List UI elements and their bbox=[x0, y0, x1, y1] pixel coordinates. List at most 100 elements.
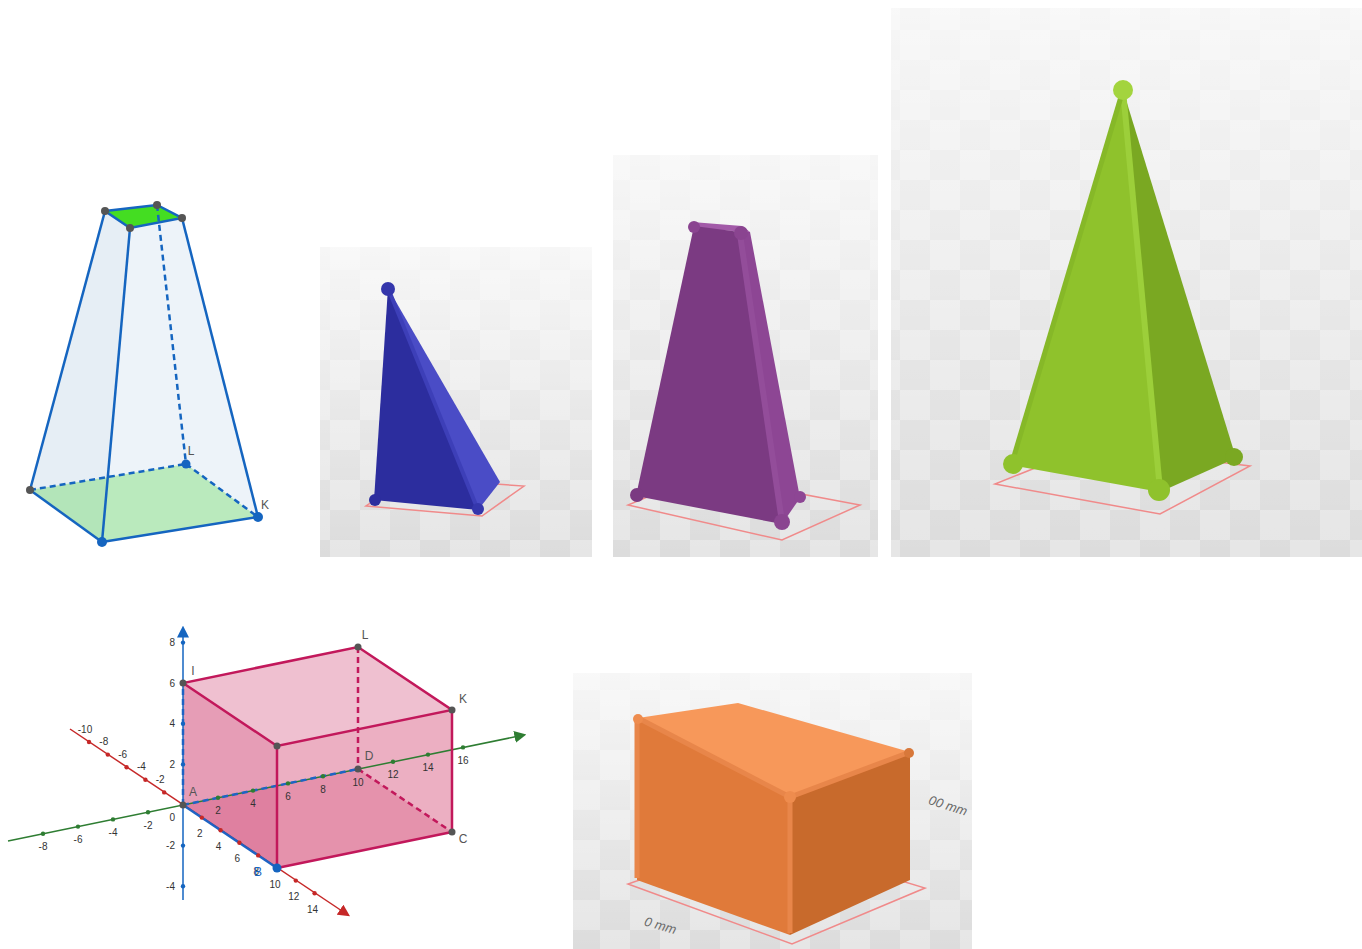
axis-number: 4 bbox=[169, 718, 175, 729]
axis-tick bbox=[286, 781, 290, 785]
edge bbox=[182, 683, 185, 805]
dimension-label: 0 mm bbox=[642, 915, 677, 938]
axis-number: -2 bbox=[166, 840, 175, 851]
render-ground bbox=[320, 247, 592, 557]
axis-tick bbox=[181, 762, 185, 766]
axis-number: 2 bbox=[169, 759, 175, 770]
vertex-dot bbox=[273, 864, 282, 873]
rounded-edge bbox=[635, 720, 640, 878]
axis-tick bbox=[461, 745, 465, 749]
rounded-corner bbox=[630, 488, 644, 502]
edge bbox=[276, 746, 279, 868]
axis-tick bbox=[124, 765, 128, 769]
rounded-corner bbox=[688, 221, 700, 233]
rounded-corner bbox=[794, 491, 806, 503]
vertex-dot bbox=[153, 201, 161, 209]
vertex-dot bbox=[355, 644, 362, 651]
vertex-dot bbox=[182, 460, 191, 469]
vertex-dots bbox=[180, 644, 456, 836]
axis-number: 10 bbox=[352, 777, 363, 788]
vertex-dot bbox=[253, 512, 263, 522]
axis-tick bbox=[312, 891, 316, 895]
axis-tick bbox=[143, 778, 147, 782]
rounded-corner bbox=[369, 494, 381, 506]
render-ground bbox=[891, 8, 1362, 557]
axis-tick bbox=[181, 843, 185, 847]
axis-number: 14 bbox=[307, 904, 318, 915]
frustum-figure bbox=[26, 201, 263, 547]
axis-number: 14 bbox=[422, 762, 433, 773]
box-face bbox=[637, 718, 790, 935]
axis-number: -4 bbox=[109, 827, 118, 838]
rounded-corner bbox=[633, 714, 643, 724]
axis-number: -10 bbox=[78, 724, 92, 735]
orange-box-render bbox=[573, 673, 972, 949]
edge bbox=[30, 490, 102, 542]
vertex-dot bbox=[449, 829, 456, 836]
vertex-label: I bbox=[191, 665, 194, 678]
axis-tick bbox=[181, 722, 185, 726]
axis-number: -6 bbox=[118, 749, 127, 760]
visible-edges bbox=[30, 205, 258, 542]
vertex-dot bbox=[449, 707, 456, 714]
cuboid-edges bbox=[183, 647, 452, 868]
render-ground bbox=[613, 155, 878, 557]
render-ground bbox=[320, 247, 592, 557]
render-ground bbox=[573, 673, 972, 949]
axis-tick bbox=[87, 740, 91, 744]
edge bbox=[357, 647, 360, 769]
axis-number: 16 bbox=[457, 755, 468, 766]
vertex-dot bbox=[126, 224, 134, 232]
axis-tick bbox=[321, 774, 325, 778]
vertex-dot bbox=[178, 214, 186, 222]
vertex-dot bbox=[97, 537, 107, 547]
axis-tick bbox=[146, 810, 150, 814]
axis-number: -8 bbox=[39, 841, 48, 852]
x-axis bbox=[70, 729, 348, 915]
axis-tick bbox=[294, 878, 298, 882]
top-face bbox=[105, 205, 182, 228]
axis-number: 10 bbox=[269, 879, 280, 890]
vertex-dots bbox=[26, 201, 186, 494]
rounded-edge bbox=[740, 234, 782, 522]
axis-tick bbox=[237, 841, 241, 845]
axis-tick bbox=[426, 752, 430, 756]
vertex-dot bbox=[355, 766, 362, 773]
vertex-label: L bbox=[362, 629, 369, 642]
axis-number: 0 bbox=[169, 812, 175, 823]
edge bbox=[102, 517, 258, 542]
vertex-dot bbox=[274, 743, 281, 750]
axis-number: -2 bbox=[156, 774, 165, 785]
frustum-face bbox=[636, 226, 782, 524]
axis-tick bbox=[216, 796, 220, 800]
hidden-edges bbox=[30, 205, 258, 517]
axis-tick bbox=[41, 832, 45, 836]
edge bbox=[183, 805, 277, 868]
edge bbox=[102, 228, 130, 542]
axis-tick bbox=[76, 824, 80, 828]
axis-tick bbox=[106, 752, 110, 756]
axis-tick bbox=[391, 760, 395, 764]
edge bbox=[451, 710, 454, 832]
axis-tick bbox=[256, 853, 260, 857]
rounded-corner bbox=[1113, 80, 1133, 100]
vertex-label: B bbox=[254, 866, 262, 879]
edge bbox=[157, 205, 186, 464]
vertex-label: C bbox=[459, 833, 468, 846]
cuboid-face bbox=[183, 647, 452, 746]
axis-number: -6 bbox=[74, 834, 83, 845]
axis-number: 4 bbox=[250, 798, 256, 809]
axis-number: 6 bbox=[169, 678, 175, 689]
hidden-edges bbox=[358, 647, 452, 832]
blue-pyramid-render bbox=[320, 247, 592, 557]
axes bbox=[8, 628, 524, 915]
render-ground bbox=[573, 673, 972, 949]
vertex-dots bbox=[97, 460, 263, 548]
axis-number: 2 bbox=[197, 828, 203, 839]
axis-number: -8 bbox=[99, 736, 108, 747]
rounded-edge bbox=[638, 718, 910, 797]
y-axis bbox=[8, 735, 524, 841]
rounded-corner bbox=[784, 791, 796, 803]
